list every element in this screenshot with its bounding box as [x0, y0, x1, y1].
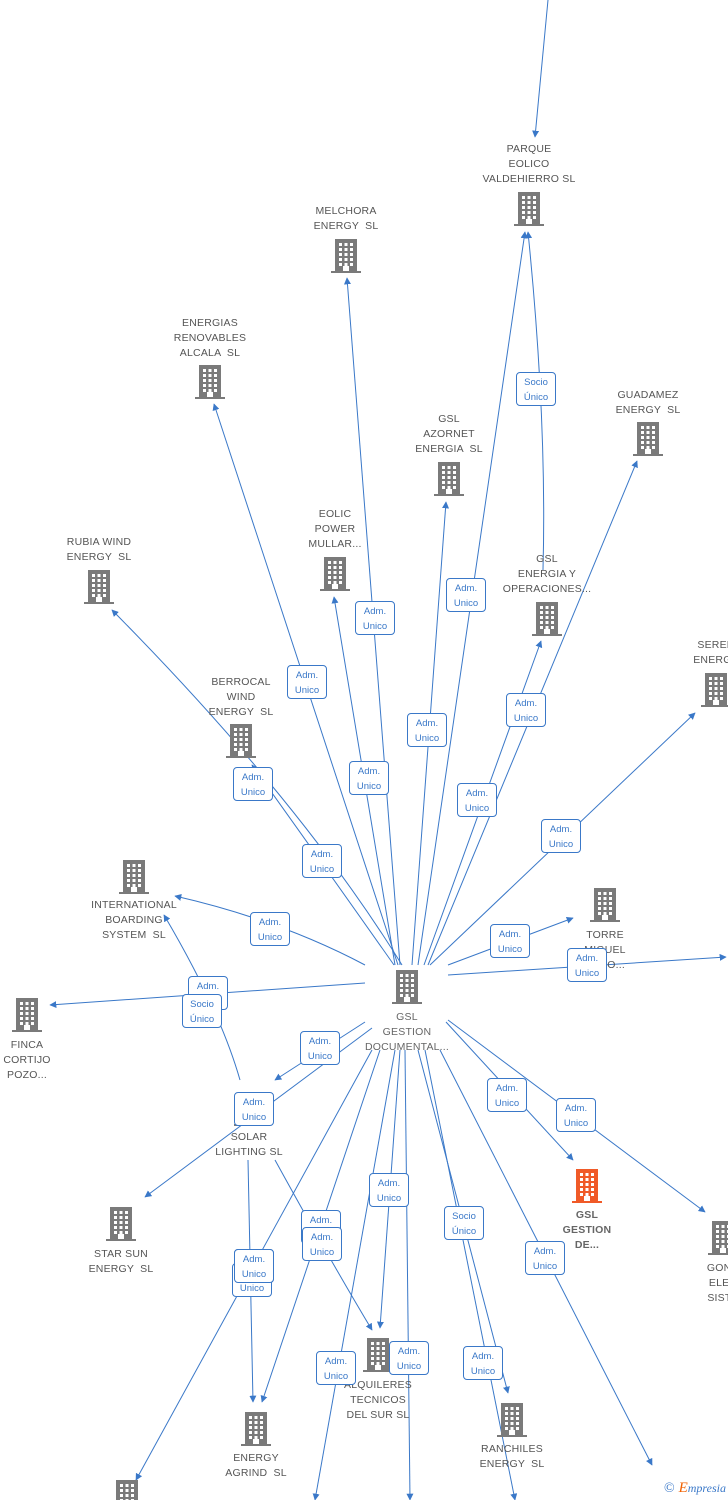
building-icon: [84, 570, 114, 604]
adm-unico-badge[interactable]: Adm. Unico: [463, 1346, 503, 1380]
building-icon: [12, 998, 42, 1032]
socio-unico-badge[interactable]: Socio Único: [444, 1206, 484, 1240]
adm-unico-badge[interactable]: Adm. Unico: [490, 924, 530, 958]
building-icon: [434, 462, 464, 496]
building-icon: [392, 970, 422, 1004]
company-node-label[interactable]: GOND ELEC SISTE: [706, 1262, 728, 1304]
company-node-label[interactable]: GUADAMEZ ENERGY SL: [615, 389, 681, 416]
brand-initial: E: [678, 1480, 688, 1496]
adm-unico-badge[interactable]: Adm. Unico: [407, 713, 447, 747]
building-icon: [633, 422, 663, 456]
building-icon: [514, 192, 544, 226]
relation-edge: [312, 1049, 396, 1500]
building-icon: [331, 239, 361, 273]
company-node-label[interactable]: RUBIA WIND ENERGY SL: [66, 536, 132, 563]
building-icon: [320, 557, 350, 591]
adm-unico-badge[interactable]: Adm. Unico: [250, 912, 290, 946]
copyright-icon: ©: [663, 1481, 675, 1496]
building-icon: [590, 888, 620, 922]
adm-unico-badge[interactable]: Adm. Unico: [234, 1249, 274, 1283]
company-node-label[interactable]: INTERNATIONAL BOARDING SYSTEM SL: [91, 899, 177, 941]
adm-unico-badge[interactable]: Adm. Unico: [355, 601, 395, 635]
adm-unico-badge[interactable]: Adm. Unico: [567, 948, 607, 982]
company-node-label[interactable]: GSL GESTION DOCUMENTAL...: [364, 1011, 450, 1053]
company-node-label[interactable]: STAR SUN ENERGY SL: [88, 1248, 154, 1275]
company-node-label[interactable]: SOLAR LIGHTING SL: [215, 1131, 283, 1158]
building-icon: [532, 602, 562, 636]
company-node-label[interactable]: SEREN ENERGY: [693, 639, 728, 666]
focus-building-icon: [572, 1169, 602, 1203]
company-node-label[interactable]: GSL AZORNET ENERGIA SL: [415, 413, 483, 455]
adm-unico-badge[interactable]: Adm. Unico: [446, 578, 486, 612]
relation-edge: [111, 609, 403, 966]
company-node-label[interactable]: ENERGY AGRIND SL: [225, 1452, 287, 1479]
adm-unico-badge[interactable]: Adm. Unico: [287, 665, 327, 699]
company-node-label[interactable]: GSL ENERGIA Y OPERACIONES...: [502, 553, 592, 595]
adm-unico-badge[interactable]: Adm. Unico: [369, 1173, 409, 1207]
company-node-label[interactable]: ENERGIAS RENOVABLES ALCALA SL: [173, 317, 247, 359]
adm-unico-badge[interactable]: Adm. Unico: [541, 819, 581, 853]
building-icon: [195, 365, 225, 399]
building-icon: [106, 1207, 136, 1241]
adm-unico-badge[interactable]: Adm. Unico: [302, 844, 342, 878]
adm-unico-badge[interactable]: Adm. Unico: [556, 1098, 596, 1132]
company-node-label[interactable]: ALQUILERES TECNICOS DEL SUR SL: [344, 1379, 412, 1421]
building-icon: [116, 1480, 138, 1500]
adm-unico-badge[interactable]: Adm. Unico: [487, 1078, 527, 1112]
relation-edge: [404, 1049, 414, 1500]
building-icon: [708, 1221, 728, 1255]
company-node-label[interactable]: BERROCAL WIND ENERGY SL: [208, 676, 274, 718]
building-icon: [363, 1338, 393, 1372]
company-node-label[interactable]: PARQUE EOLICO VALDEHIERRO SL: [482, 143, 576, 185]
company-node-label[interactable]: RANCHILES ENERGY SL: [479, 1443, 545, 1470]
building-icon: [497, 1403, 527, 1437]
adm-unico-badge[interactable]: Adm. Unico: [506, 693, 546, 727]
adm-unico-badge[interactable]: Adm. Unico: [316, 1351, 356, 1385]
building-icon: [119, 860, 149, 894]
company-node-label[interactable]: MELCHORA ENERGY SL: [313, 205, 379, 232]
adm-unico-badge[interactable]: Adm. Unico: [302, 1227, 342, 1261]
adm-unico-badge[interactable]: Adm. Unico: [457, 783, 497, 817]
building-icon: [241, 1412, 271, 1446]
company-node-label[interactable]: GSL GESTION DE...: [562, 1209, 612, 1251]
adm-unico-badge[interactable]: Adm. Unico: [525, 1241, 565, 1275]
adm-unico-badge[interactable]: Adm. Unico: [349, 761, 389, 795]
socio-unico-badge[interactable]: Socio Único: [182, 994, 222, 1028]
relation-edge: [424, 1049, 518, 1500]
company-node-label[interactable]: EOLIC POWER MULLAR...: [308, 508, 362, 550]
adm-unico-badge[interactable]: Adm. Unico: [233, 767, 273, 801]
relation-edge: [532, 0, 549, 138]
adm-unico-badge[interactable]: Adm. Unico: [389, 1341, 429, 1375]
socio-unico-badge[interactable]: Socio Único: [516, 372, 556, 406]
company-node-label[interactable]: FINCA CORTIJO POZO...: [3, 1039, 51, 1081]
brand-footer[interactable]: ©Empresia: [664, 1480, 726, 1497]
building-icon: [701, 673, 728, 707]
adm-unico-badge[interactable]: Adm. Unico: [300, 1031, 340, 1065]
adm-unico-badge[interactable]: Adm. Unico: [234, 1092, 274, 1126]
relation-edge: [525, 231, 545, 571]
building-icon: [226, 724, 256, 758]
brand-name: mpresia: [687, 1481, 726, 1495]
